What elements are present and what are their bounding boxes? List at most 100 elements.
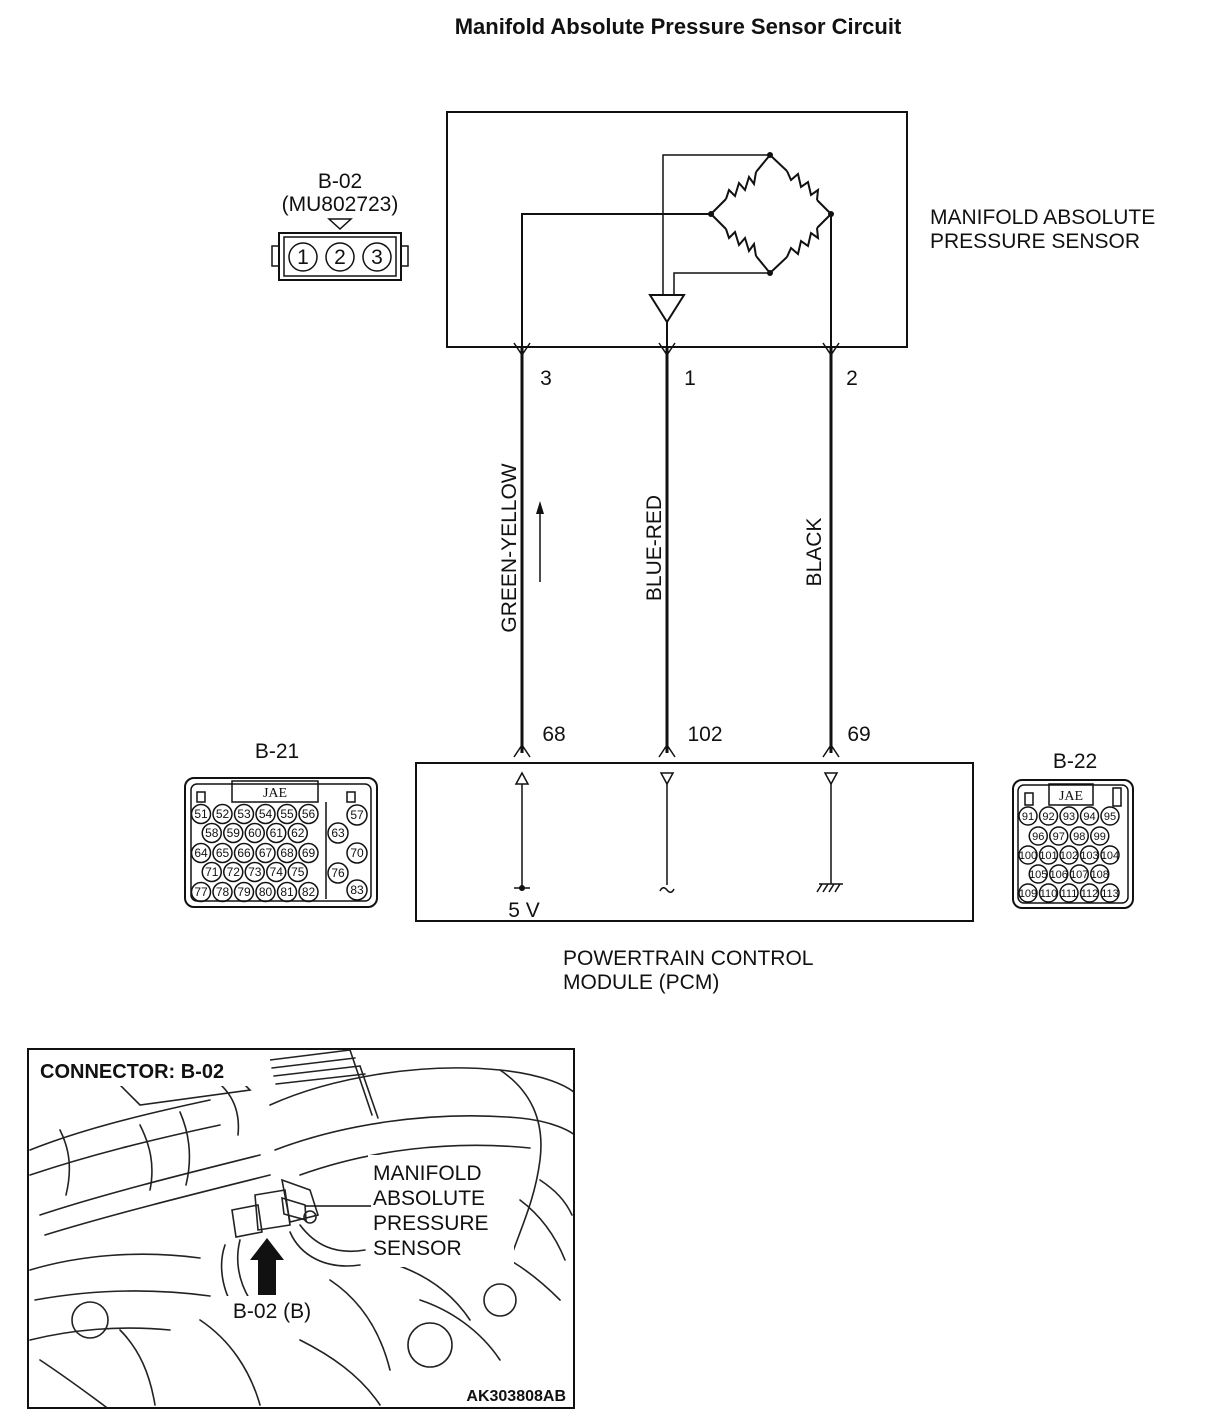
connector-pin-label: 67 <box>259 846 273 860</box>
connector-pin-label: 109 <box>1019 888 1037 900</box>
connector-pin-label: 56 <box>302 807 316 821</box>
connector-pin <box>1018 806 1038 826</box>
connector-pin <box>298 881 319 903</box>
connector-pin <box>1079 845 1100 865</box>
map-sensor-label-line2: PRESSURE SENSOR <box>930 230 1140 253</box>
connector-pin <box>1059 883 1079 903</box>
connector-pin-label: 65 <box>216 846 230 860</box>
connector-pin-label: 111 <box>1061 888 1078 900</box>
connector-pin <box>1069 826 1089 846</box>
connector-pin <box>255 881 276 903</box>
connector-pin <box>298 803 319 825</box>
wheatstone-bridge <box>708 152 834 276</box>
connector-pin-label: 74 <box>270 865 284 879</box>
connector-pin <box>190 881 212 903</box>
connector-pin-label: 81 <box>280 885 294 899</box>
map-sensor: MANIFOLD ABSOLUTE PRESSURE SENSOR <box>446 111 1155 348</box>
connector-pin-label: 53 <box>237 807 251 821</box>
connector-pin <box>1090 826 1110 846</box>
pcm-pin-102: 102 <box>687 723 722 746</box>
pcm-box <box>415 762 974 922</box>
connector-pin-label: 83 <box>350 883 364 897</box>
wire-color-green-yellow: GREEN-YELLOW <box>498 463 521 632</box>
connector-pin-label: 71 <box>205 865 219 879</box>
connector-b02-part-number: (MU802723) <box>282 193 399 216</box>
sensor-pin-1: 1 <box>684 367 696 390</box>
connector-pin-label: 106 <box>1050 869 1068 881</box>
wire-color-blue-red: BLUE-RED <box>643 495 666 601</box>
connector-pin-label: 72 <box>227 865 241 879</box>
connector-pin-label: 96 <box>1032 831 1044 843</box>
connector-pin <box>244 822 265 844</box>
connector-pin <box>327 862 349 884</box>
amplifier-triangle <box>648 294 686 324</box>
pcm: 5 V POWERTRAIN CONTROL MODULE (PCM) <box>415 762 974 994</box>
connector-pin-label: 107 <box>1070 869 1088 881</box>
connector-pin-label: 112 <box>1081 888 1099 900</box>
photo-callout-line4: SENSOR <box>373 1237 462 1260</box>
map-sensor-label-line1: MANIFOLD ABSOLUTE <box>930 206 1155 229</box>
connector-b21-id: B-21 <box>255 740 299 763</box>
connector-pin <box>233 842 255 864</box>
connector-pin <box>223 822 244 844</box>
connector-pin <box>1049 864 1069 884</box>
connector-pin <box>1100 806 1120 826</box>
connector-pin-label: 103 <box>1080 850 1098 862</box>
connector-pin-label: 51 <box>194 807 208 821</box>
connector-b21-body <box>184 777 378 908</box>
connector-b22-id: B-22 <box>1053 750 1097 773</box>
connector-key-triangle <box>327 218 353 231</box>
photo-callout-line2: ABSOLUTE <box>373 1187 485 1210</box>
connector-pin <box>1100 883 1120 903</box>
connector-pin-label: 93 <box>1063 811 1075 823</box>
connector-pin-label: 92 <box>1042 811 1054 823</box>
connector-pin <box>298 842 319 864</box>
connector-pin-label: 68 <box>280 846 294 860</box>
diagram-title: Manifold Absolute Pressure Sensor Circui… <box>455 14 902 39</box>
connector-pin <box>212 803 233 825</box>
connector-pin-label: 102 <box>1060 850 1078 862</box>
connector-b02-pin-label: 1 <box>297 246 309 269</box>
connector-pin <box>233 881 255 903</box>
connector-pin <box>255 842 276 864</box>
connector-pin-label: 104 <box>1101 850 1119 862</box>
connector-pin-label: 64 <box>194 846 208 860</box>
wire-green-yellow: 3 GREEN-YELLOW 68 <box>498 342 566 758</box>
connector-pin <box>1090 864 1110 884</box>
connector-pin-label: 77 <box>194 885 208 899</box>
connector-pin <box>1079 883 1100 903</box>
connector-pin <box>244 861 265 883</box>
connector-pin-label: 66 <box>237 846 251 860</box>
connector-pin <box>287 861 308 883</box>
connector-pin <box>346 879 368 901</box>
connector-pin <box>201 861 222 883</box>
connector-pin <box>1059 806 1079 826</box>
connector-pin-label: 73 <box>248 865 262 879</box>
connector-pin <box>255 803 276 825</box>
connector-pin <box>212 842 233 864</box>
connector-pin-label: 55 <box>280 807 294 821</box>
connector-pin <box>276 803 298 825</box>
connector-b02-pin-3 <box>362 242 392 272</box>
connector-pin-label: 63 <box>331 826 345 840</box>
connector-b02-pin-2 <box>325 242 355 272</box>
pcm-supply-5v: 5 V <box>508 899 540 922</box>
pcm-label-line1: POWERTRAIN CONTROL <box>563 947 813 970</box>
sensor-pin-3: 3 <box>540 367 552 390</box>
connector-pin-label: 60 <box>248 826 262 840</box>
connector-pin-label: 69 <box>302 846 316 860</box>
connector-location-photo: CONNECTOR: B-02 MANIFOLD ABSOLUTE PRESSU… <box>27 1048 575 1409</box>
connector-pin-label: 97 <box>1053 831 1065 843</box>
connector-pin-label: 108 <box>1091 869 1109 881</box>
connector-pin-label: 91 <box>1022 811 1034 823</box>
connector-pin-label: 58 <box>205 826 219 840</box>
connector-pin-label: 52 <box>216 807 230 821</box>
connector-pin-label: 101 <box>1039 850 1057 862</box>
connector-pin <box>276 842 298 864</box>
connector-b02-pin-label: 2 <box>334 246 346 269</box>
connector-pin-label: 54 <box>259 807 273 821</box>
connector-pin <box>190 842 212 864</box>
photo-callout-line3: PRESSURE <box>373 1212 489 1235</box>
connector-pin <box>266 822 287 844</box>
connector-b22-body <box>1012 779 1134 909</box>
